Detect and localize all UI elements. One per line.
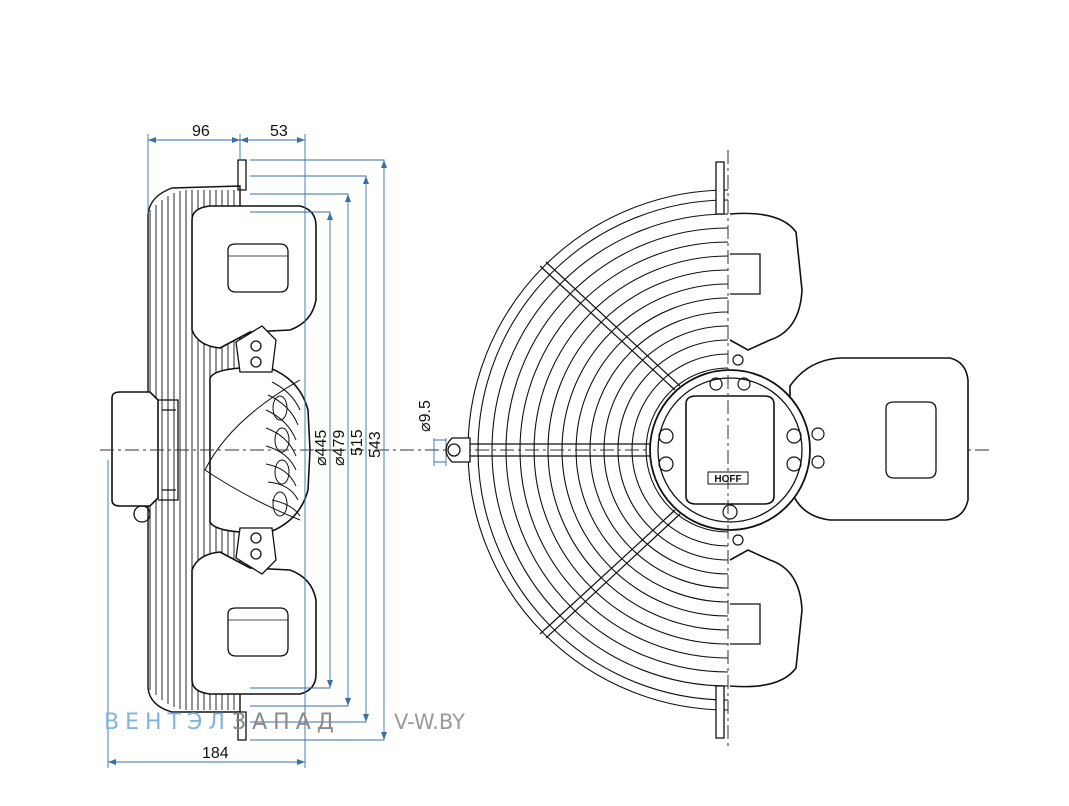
dim-96: 96 bbox=[192, 123, 210, 140]
front-view bbox=[445, 161, 969, 739]
dim-515: 515 bbox=[349, 429, 366, 456]
side-view bbox=[111, 159, 317, 741]
dim-543: 543 bbox=[367, 431, 384, 458]
motor-hub-inner bbox=[657, 377, 803, 523]
front-blade-right-window bbox=[885, 401, 937, 479]
front-blade-right bbox=[789, 357, 969, 521]
front-blade-bottom-window bbox=[730, 603, 761, 645]
guard-struts bbox=[456, 261, 681, 639]
dim-184: 184 bbox=[202, 745, 229, 762]
hub-bolts bbox=[658, 354, 825, 546]
lower-blade-window bbox=[227, 607, 289, 657]
watermark-vental: ВЕНТЭЛ bbox=[104, 710, 231, 735]
front-blade-top bbox=[729, 212, 803, 351]
watermark-site: V-W.BY bbox=[394, 710, 465, 734]
lower-bracket-plate bbox=[235, 527, 277, 575]
dimension-lines bbox=[107, 134, 447, 768]
front-blade-top-window bbox=[730, 253, 761, 295]
mount-hole-9-5 bbox=[447, 443, 461, 457]
top-mount-lug bbox=[237, 159, 247, 191]
dim-479: ⌀479 bbox=[331, 430, 348, 466]
front-blade-bottom bbox=[729, 549, 803, 688]
front-top-lug bbox=[715, 161, 725, 215]
cable-gland bbox=[133, 505, 151, 523]
dim-445: ⌀445 bbox=[313, 430, 330, 466]
front-bottom-lug bbox=[715, 685, 725, 739]
motor-hub-plate bbox=[685, 395, 775, 505]
upper-bracket-plate bbox=[235, 325, 277, 373]
terminal-box bbox=[111, 391, 159, 507]
bottom-mount-lug bbox=[237, 711, 247, 741]
dim-9-5: ⌀9.5 bbox=[417, 400, 434, 432]
front-left-mount-foot bbox=[445, 437, 471, 463]
upper-blade-window bbox=[227, 243, 289, 293]
motor-fins bbox=[265, 381, 301, 517]
dim-53: 53 bbox=[270, 123, 288, 140]
watermark-zapad: ЗАПАД bbox=[232, 710, 340, 735]
arrowheads bbox=[108, 137, 387, 765]
guard-ring-wire bbox=[204, 379, 301, 521]
